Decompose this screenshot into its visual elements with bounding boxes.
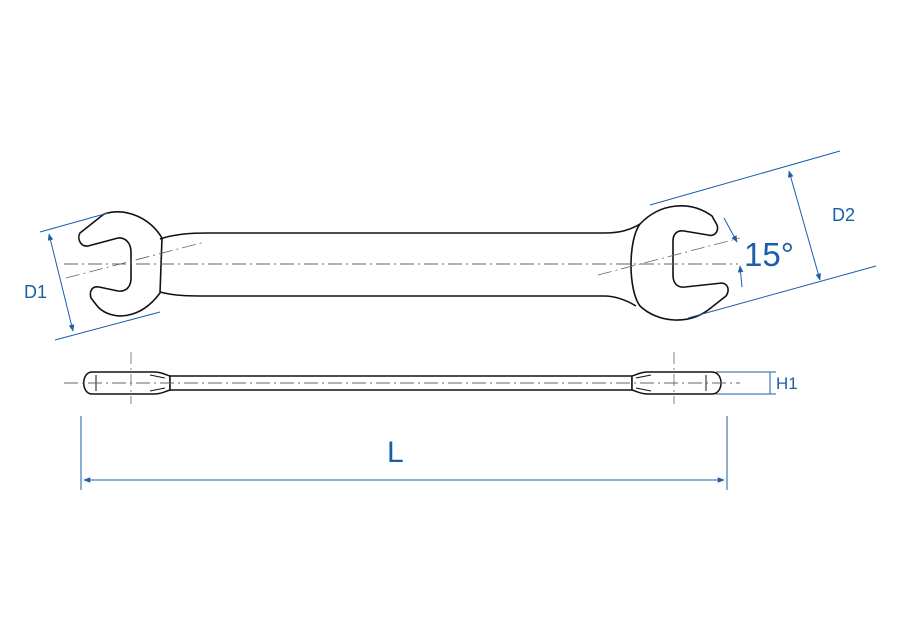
h1-dimension bbox=[716, 371, 776, 395]
left-jaw-head bbox=[78, 211, 163, 317]
angle-label: 15° bbox=[744, 236, 794, 273]
d2-dimension bbox=[649, 150, 877, 319]
length-label: L bbox=[387, 436, 404, 469]
right-jaw-head bbox=[630, 205, 729, 321]
side-left-end bbox=[83, 371, 171, 395]
wrench-top-view bbox=[78, 205, 729, 321]
d2-label: D2 bbox=[832, 205, 855, 225]
right-head-axis bbox=[597, 237, 741, 276]
angle-indicator bbox=[723, 217, 744, 288]
length-dimension bbox=[80, 416, 728, 490]
wrench-shank bbox=[159, 223, 641, 307]
d1-label: D1 bbox=[24, 282, 47, 302]
side-view-details bbox=[95, 374, 707, 392]
d1-dimension bbox=[39, 212, 161, 341]
h1-label: H1 bbox=[776, 374, 798, 393]
